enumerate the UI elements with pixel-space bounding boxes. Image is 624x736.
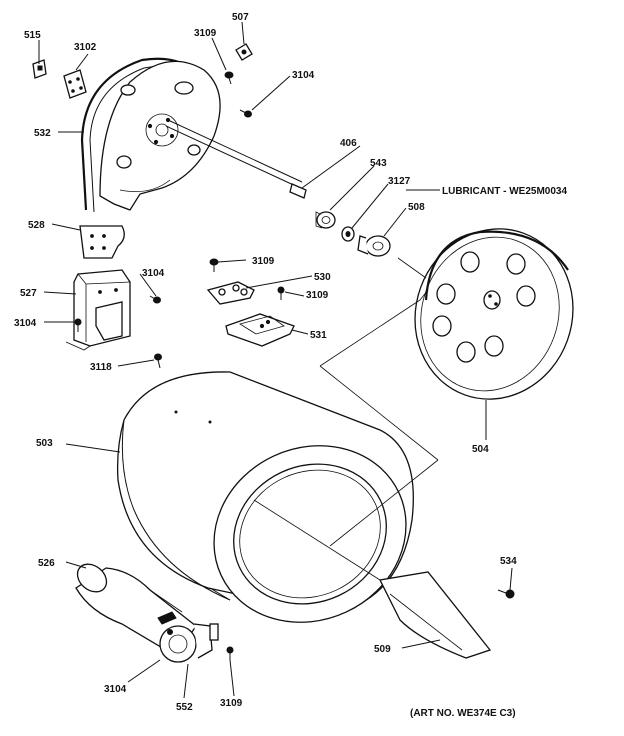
label-531: 531 xyxy=(310,330,327,341)
part-515-clip xyxy=(32,59,47,79)
part-507-clip xyxy=(235,43,253,61)
screw-3109-mid xyxy=(209,258,219,272)
screw-3104-bottom xyxy=(167,629,173,635)
part-drum-shaft xyxy=(165,119,307,199)
label-3109-top: 3109 xyxy=(194,28,217,39)
part-labels: 515 3102 3109 507 3104 532 406 543 3127 … xyxy=(14,12,567,719)
screw-3104-top xyxy=(239,109,252,118)
label-406: 406 xyxy=(340,138,357,149)
label-3104-bottom: 3104 xyxy=(104,684,127,695)
part-504-bulkhead xyxy=(414,228,574,400)
part-503-drum xyxy=(116,371,414,623)
alignment-lines xyxy=(253,257,439,581)
label-504: 504 xyxy=(472,444,489,455)
label-508: 508 xyxy=(408,202,425,213)
part-530-switch xyxy=(206,281,255,305)
label-art-number: (ART NO. WE374E C3) xyxy=(410,708,516,719)
label-530: 530 xyxy=(314,272,331,283)
label-3104-top: 3104 xyxy=(292,70,315,81)
label-526: 526 xyxy=(38,558,55,569)
label-3104-left: 3104 xyxy=(14,318,37,329)
part-509-glide xyxy=(379,571,492,659)
part-526-motor xyxy=(75,563,219,663)
part-rear-bulkhead xyxy=(99,60,221,211)
part-3102-pad xyxy=(63,69,87,99)
screw-3109-bottom xyxy=(226,646,234,660)
label-503: 503 xyxy=(36,438,53,449)
label-507: 507 xyxy=(232,12,249,23)
part-528-plate xyxy=(79,225,125,259)
label-lubricant: LUBRICANT - WE25M0034 xyxy=(442,186,567,197)
label-534: 534 xyxy=(500,556,517,567)
part-527-bracket xyxy=(65,269,131,351)
screw-3104-left xyxy=(74,318,82,332)
part-543-bearing xyxy=(315,211,336,229)
screw-3118 xyxy=(154,353,162,369)
label-543: 543 xyxy=(370,158,387,169)
label-3118: 3118 xyxy=(90,362,112,373)
screw-3109-mid2 xyxy=(277,286,285,300)
part-531-block xyxy=(225,313,295,347)
label-3104-bracket: 3104 xyxy=(142,268,165,279)
label-3109-mid: 3109 xyxy=(252,256,275,267)
screw-3109-top xyxy=(224,71,234,85)
screw-534 xyxy=(497,589,515,599)
label-527: 527 xyxy=(20,288,37,299)
label-509: 509 xyxy=(374,644,391,655)
leader-lines xyxy=(38,21,513,699)
part-508-roller xyxy=(357,235,391,257)
label-3127: 3127 xyxy=(388,176,411,187)
part-3127-washer xyxy=(341,226,355,242)
screw-3104-bracket xyxy=(149,295,161,304)
label-528: 528 xyxy=(28,220,45,231)
label-3109-bottom: 3109 xyxy=(220,698,243,709)
label-552: 552 xyxy=(176,702,193,713)
label-3102: 3102 xyxy=(74,42,97,53)
label-515: 515 xyxy=(24,30,41,41)
label-532: 532 xyxy=(34,128,51,139)
label-3109-mid2: 3109 xyxy=(306,290,329,301)
